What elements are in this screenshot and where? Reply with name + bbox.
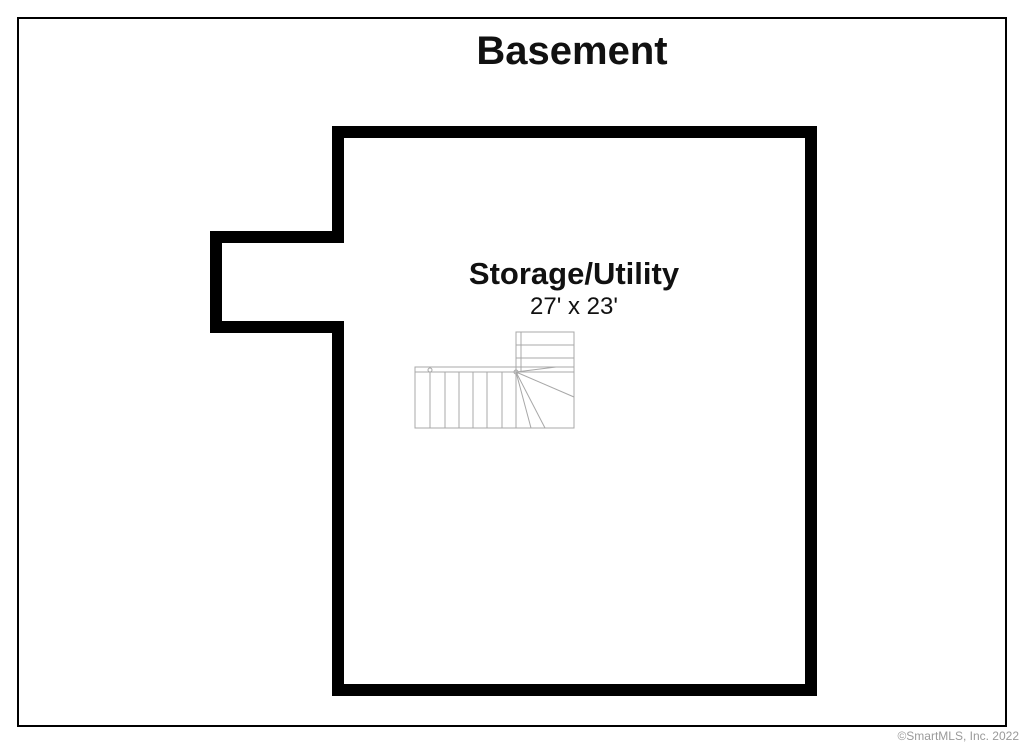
stair-winder [515,371,546,429]
floor-title: Basement [476,29,667,73]
stair-lower-flight [414,366,575,429]
stair-upper-flight [515,331,575,373]
stair-winder [515,371,532,429]
page-frame [17,17,1007,727]
staircase [414,331,575,429]
stair-newel-post [513,369,519,375]
basement-walls [210,126,817,696]
room-name: Storage/Utility [469,256,680,291]
stair-winder [515,366,557,373]
room-dimensions: 27' x 23' [530,293,618,320]
stair-newel-post [427,367,433,373]
copyright-text: ©SmartMLS, Inc. 2022 [897,729,1019,743]
stair-winder [515,371,575,398]
